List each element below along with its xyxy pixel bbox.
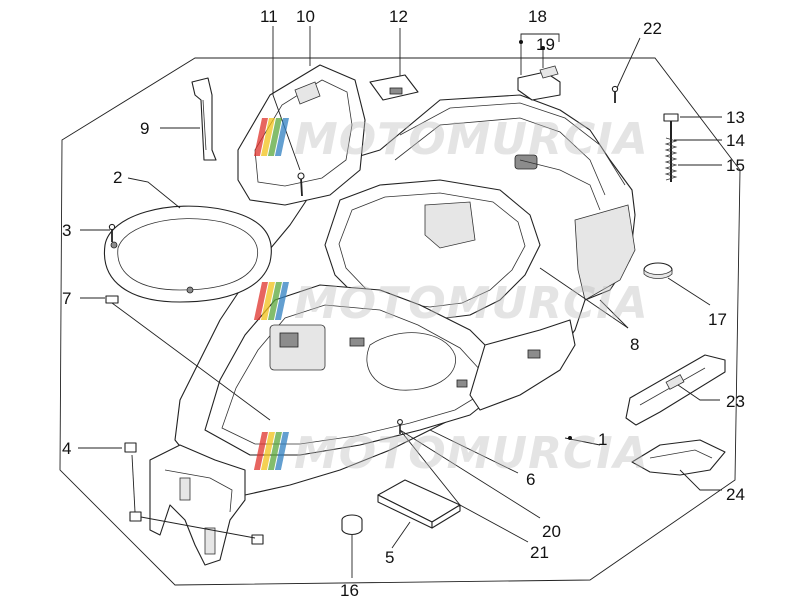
callout-12: 12 <box>389 7 408 26</box>
callout-22: 22 <box>643 19 662 38</box>
callout-14: 14 <box>726 131 745 150</box>
part-11-screw <box>297 172 305 197</box>
callout-3: 3 <box>62 221 71 240</box>
watermark-logo-icon <box>253 282 289 320</box>
main-body-frame <box>149 94 636 566</box>
callout-15: 15 <box>726 156 745 175</box>
part-2-seat-tray <box>103 205 272 303</box>
part-9-strap <box>191 77 217 161</box>
part-7-clip <box>105 295 119 304</box>
callout-8: 8 <box>630 335 639 354</box>
callout-10: 10 <box>296 7 315 26</box>
callout-23: 23 <box>726 392 745 411</box>
callout-9: 9 <box>140 119 149 138</box>
watermark-logo-icon <box>253 432 289 470</box>
watermark-text: MOTOMURCIA <box>294 428 649 479</box>
callout-2: 2 <box>113 168 122 187</box>
part-18-fuse-box <box>517 65 561 101</box>
callout-17: 17 <box>708 310 727 329</box>
callout-4: 4 <box>62 439 71 458</box>
callout-7: 7 <box>62 289 71 308</box>
part-3-screw <box>108 223 116 242</box>
callout-18: 18 <box>528 7 547 26</box>
part-10-glovebox-cover <box>237 64 366 206</box>
part-22-screw <box>611 85 619 103</box>
part-6-20-21-screws <box>397 419 403 434</box>
part-16-grommet <box>341 514 363 536</box>
part-12-plate <box>369 74 419 101</box>
watermark-logo-icon <box>253 118 289 156</box>
watermark-text: MOTOMURCIA <box>294 114 649 165</box>
watermark-2: MOTOMURCIA <box>253 278 649 329</box>
watermark-3: MOTOMURCIA <box>253 428 649 479</box>
part-23-rear-trim <box>625 354 726 426</box>
leader-lines <box>78 26 722 578</box>
part-24-mat <box>631 439 726 476</box>
part-13-15-bolt-spring <box>663 113 679 182</box>
callout-21: 21 <box>530 543 549 562</box>
callout-13: 13 <box>726 108 745 127</box>
watermark-layer: MOTOMURCIA MOTOMURCIA MOTOMURCIA <box>253 114 649 479</box>
watermark-text: MOTOMURCIA <box>294 278 649 329</box>
watermark-1: MOTOMURCIA <box>253 114 649 165</box>
callout-1: 1 <box>598 430 607 449</box>
callout-5: 5 <box>385 548 394 567</box>
callout-19: 19 <box>536 35 555 54</box>
callout-6: 6 <box>526 470 535 489</box>
diagram-frame <box>59 57 741 586</box>
part-5-foam-pad <box>377 479 461 529</box>
callout-16: 16 <box>340 581 359 600</box>
callout-20: 20 <box>542 522 561 541</box>
callout-24: 24 <box>726 485 745 504</box>
part-4-clips <box>124 442 264 545</box>
callout-labels: 1 2 3 4 5 6 7 8 9 10 11 12 13 14 15 16 1… <box>62 7 745 600</box>
callout-11: 11 <box>260 7 278 26</box>
part-17-round-cap <box>643 262 673 279</box>
